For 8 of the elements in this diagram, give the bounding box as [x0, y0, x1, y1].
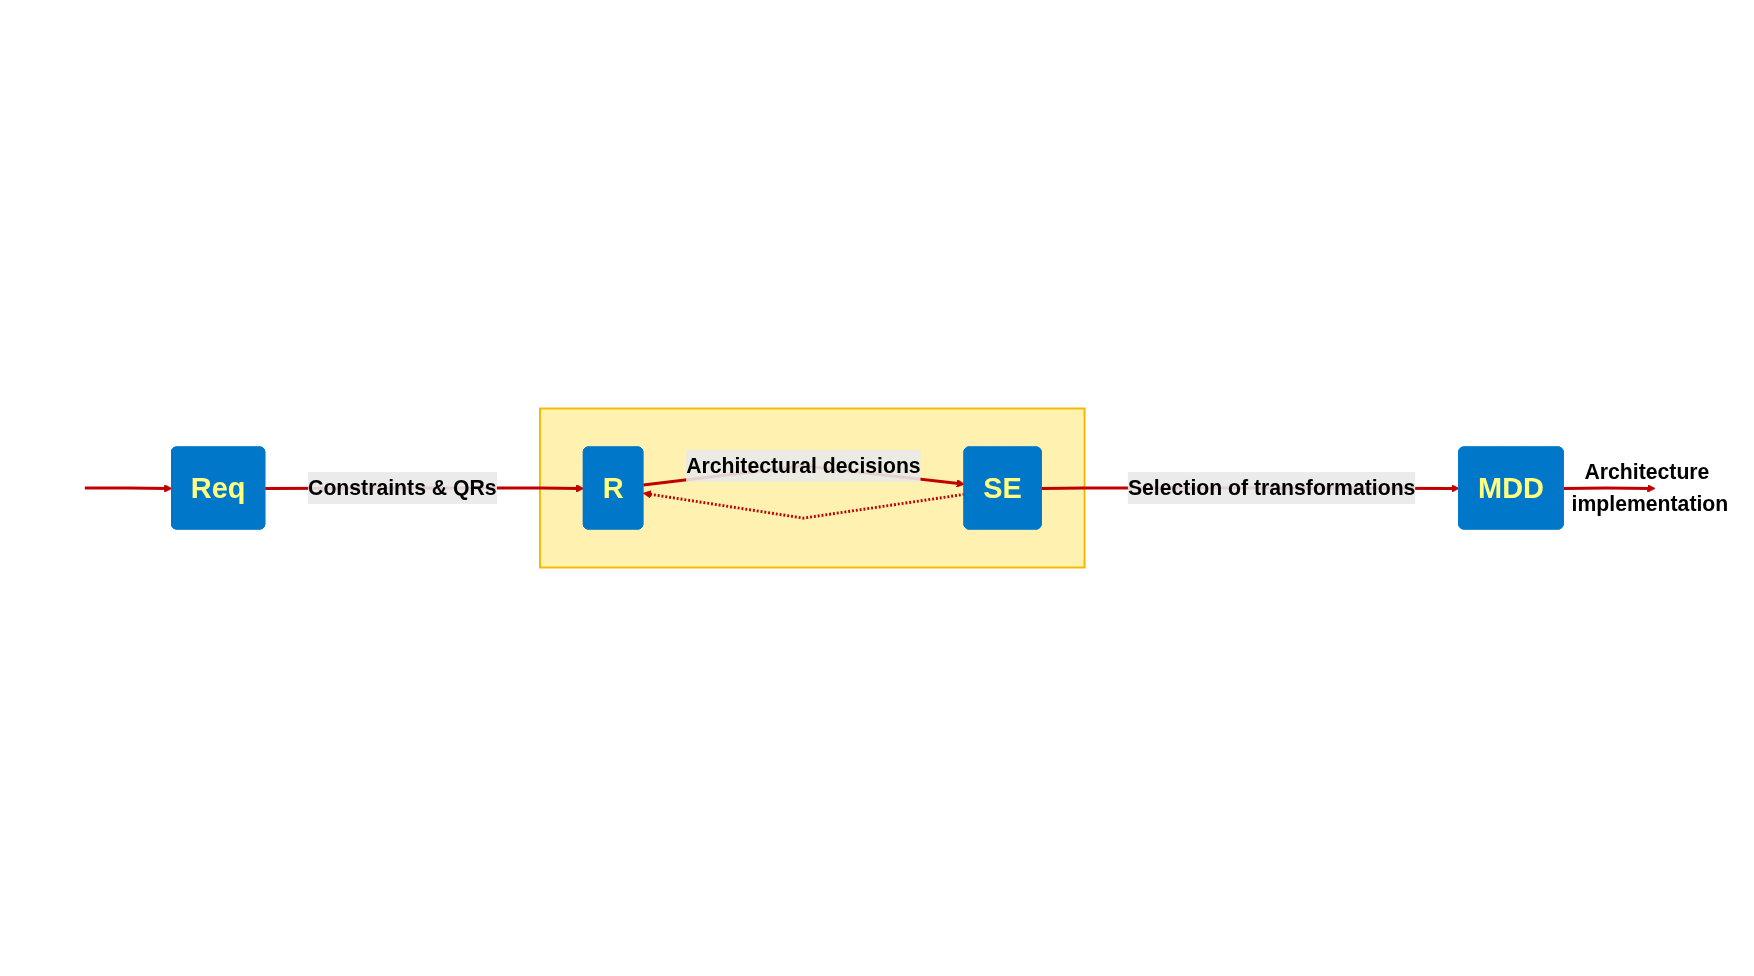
cluster [539, 407, 1086, 569]
arrow [642, 490, 965, 520]
arrow [84, 484, 173, 493]
edge-label: Constraints & QRs [308, 475, 497, 501]
edge-label: Selection of transformations [1127, 475, 1416, 501]
node-text: Architecture implementation [1571, 460, 1729, 516]
edge-label: Architectural decisions [686, 453, 921, 478]
arrow [1563, 484, 1656, 493]
